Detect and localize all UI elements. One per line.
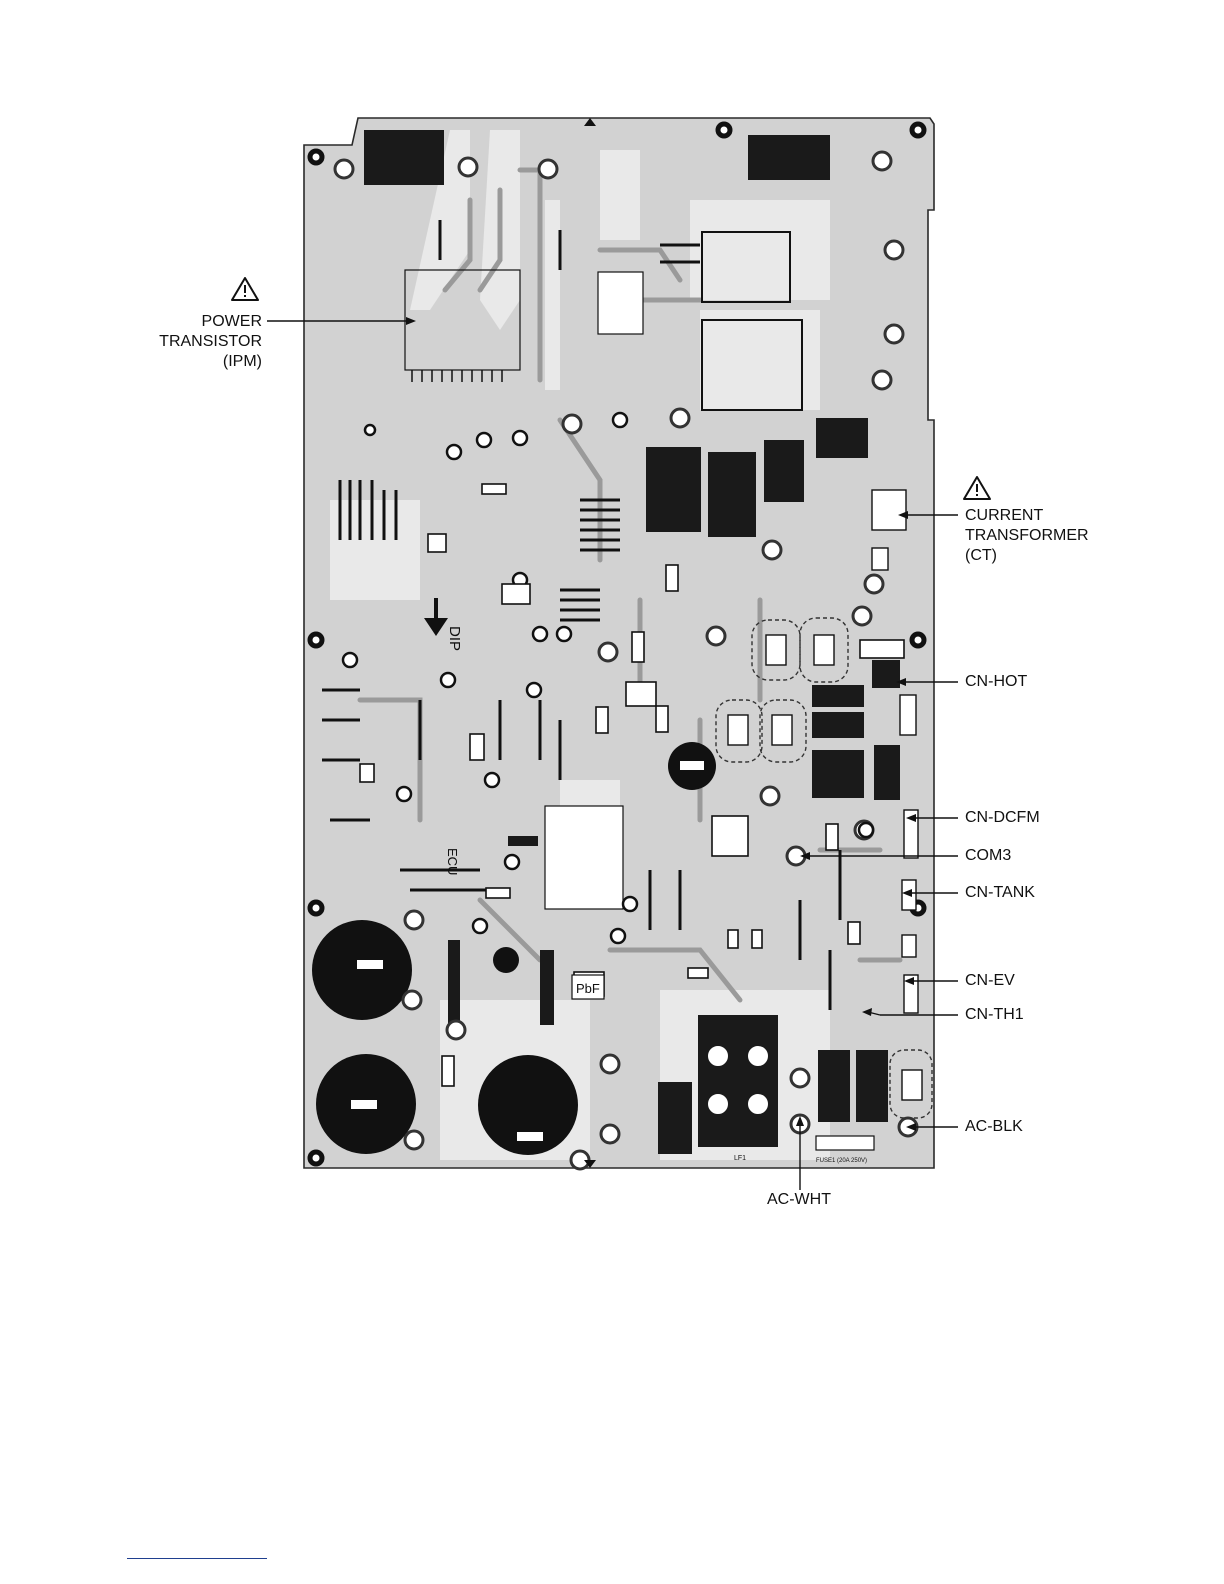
ipm-warning-icon xyxy=(232,278,258,300)
ipm-callout-label: POWER TRANSISTOR (IPM) xyxy=(159,312,262,372)
ct-callout-line-3: (CT) xyxy=(965,546,1089,566)
ac-blk-label: AC-BLK xyxy=(965,1117,1023,1137)
fuse1 xyxy=(816,1136,874,1150)
footer-rule xyxy=(127,1558,267,1559)
com3-label: COM3 xyxy=(965,846,1011,866)
cn-dcfm-label: CN-DCFM xyxy=(965,808,1040,828)
ct-callout-label: CURRENT TRANSFORMER (CT) xyxy=(965,506,1089,566)
top-left-relay xyxy=(364,130,444,185)
board-label-pbf: PbF xyxy=(576,981,600,996)
db1-outline xyxy=(545,806,623,909)
cn-tank-label: CN-TANK xyxy=(965,883,1035,903)
pbf-box: PbF xyxy=(572,975,604,999)
board-label-dip: DIP xyxy=(446,626,463,651)
ct-callout-line-2: TRANSFORMER xyxy=(965,526,1089,546)
cn-ev-label: CN-EV xyxy=(965,971,1015,991)
ct-callout-line-1: CURRENT xyxy=(965,506,1089,526)
ipm-callout-line-3: (IPM) xyxy=(159,352,262,372)
ry-c-relay xyxy=(748,135,830,180)
ct-warning-icon xyxy=(964,477,990,499)
board-label-fuse: FUSE1 (20A 250V) xyxy=(816,1158,867,1164)
ac-wht-label: AC-WHT xyxy=(767,1190,831,1210)
ipm-callout-line-2: TRANSISTOR xyxy=(159,332,262,352)
board-label-lf1: LF1 xyxy=(734,1155,746,1162)
board-label-ecu: ECU xyxy=(445,848,460,875)
cn-th1-label: CN-TH1 xyxy=(965,1005,1024,1025)
lf1-block xyxy=(698,1015,778,1147)
ipm-callout-line-1: POWER xyxy=(159,312,262,332)
cn-hot-label: CN-HOT xyxy=(965,672,1027,692)
q1-outline xyxy=(598,272,643,334)
